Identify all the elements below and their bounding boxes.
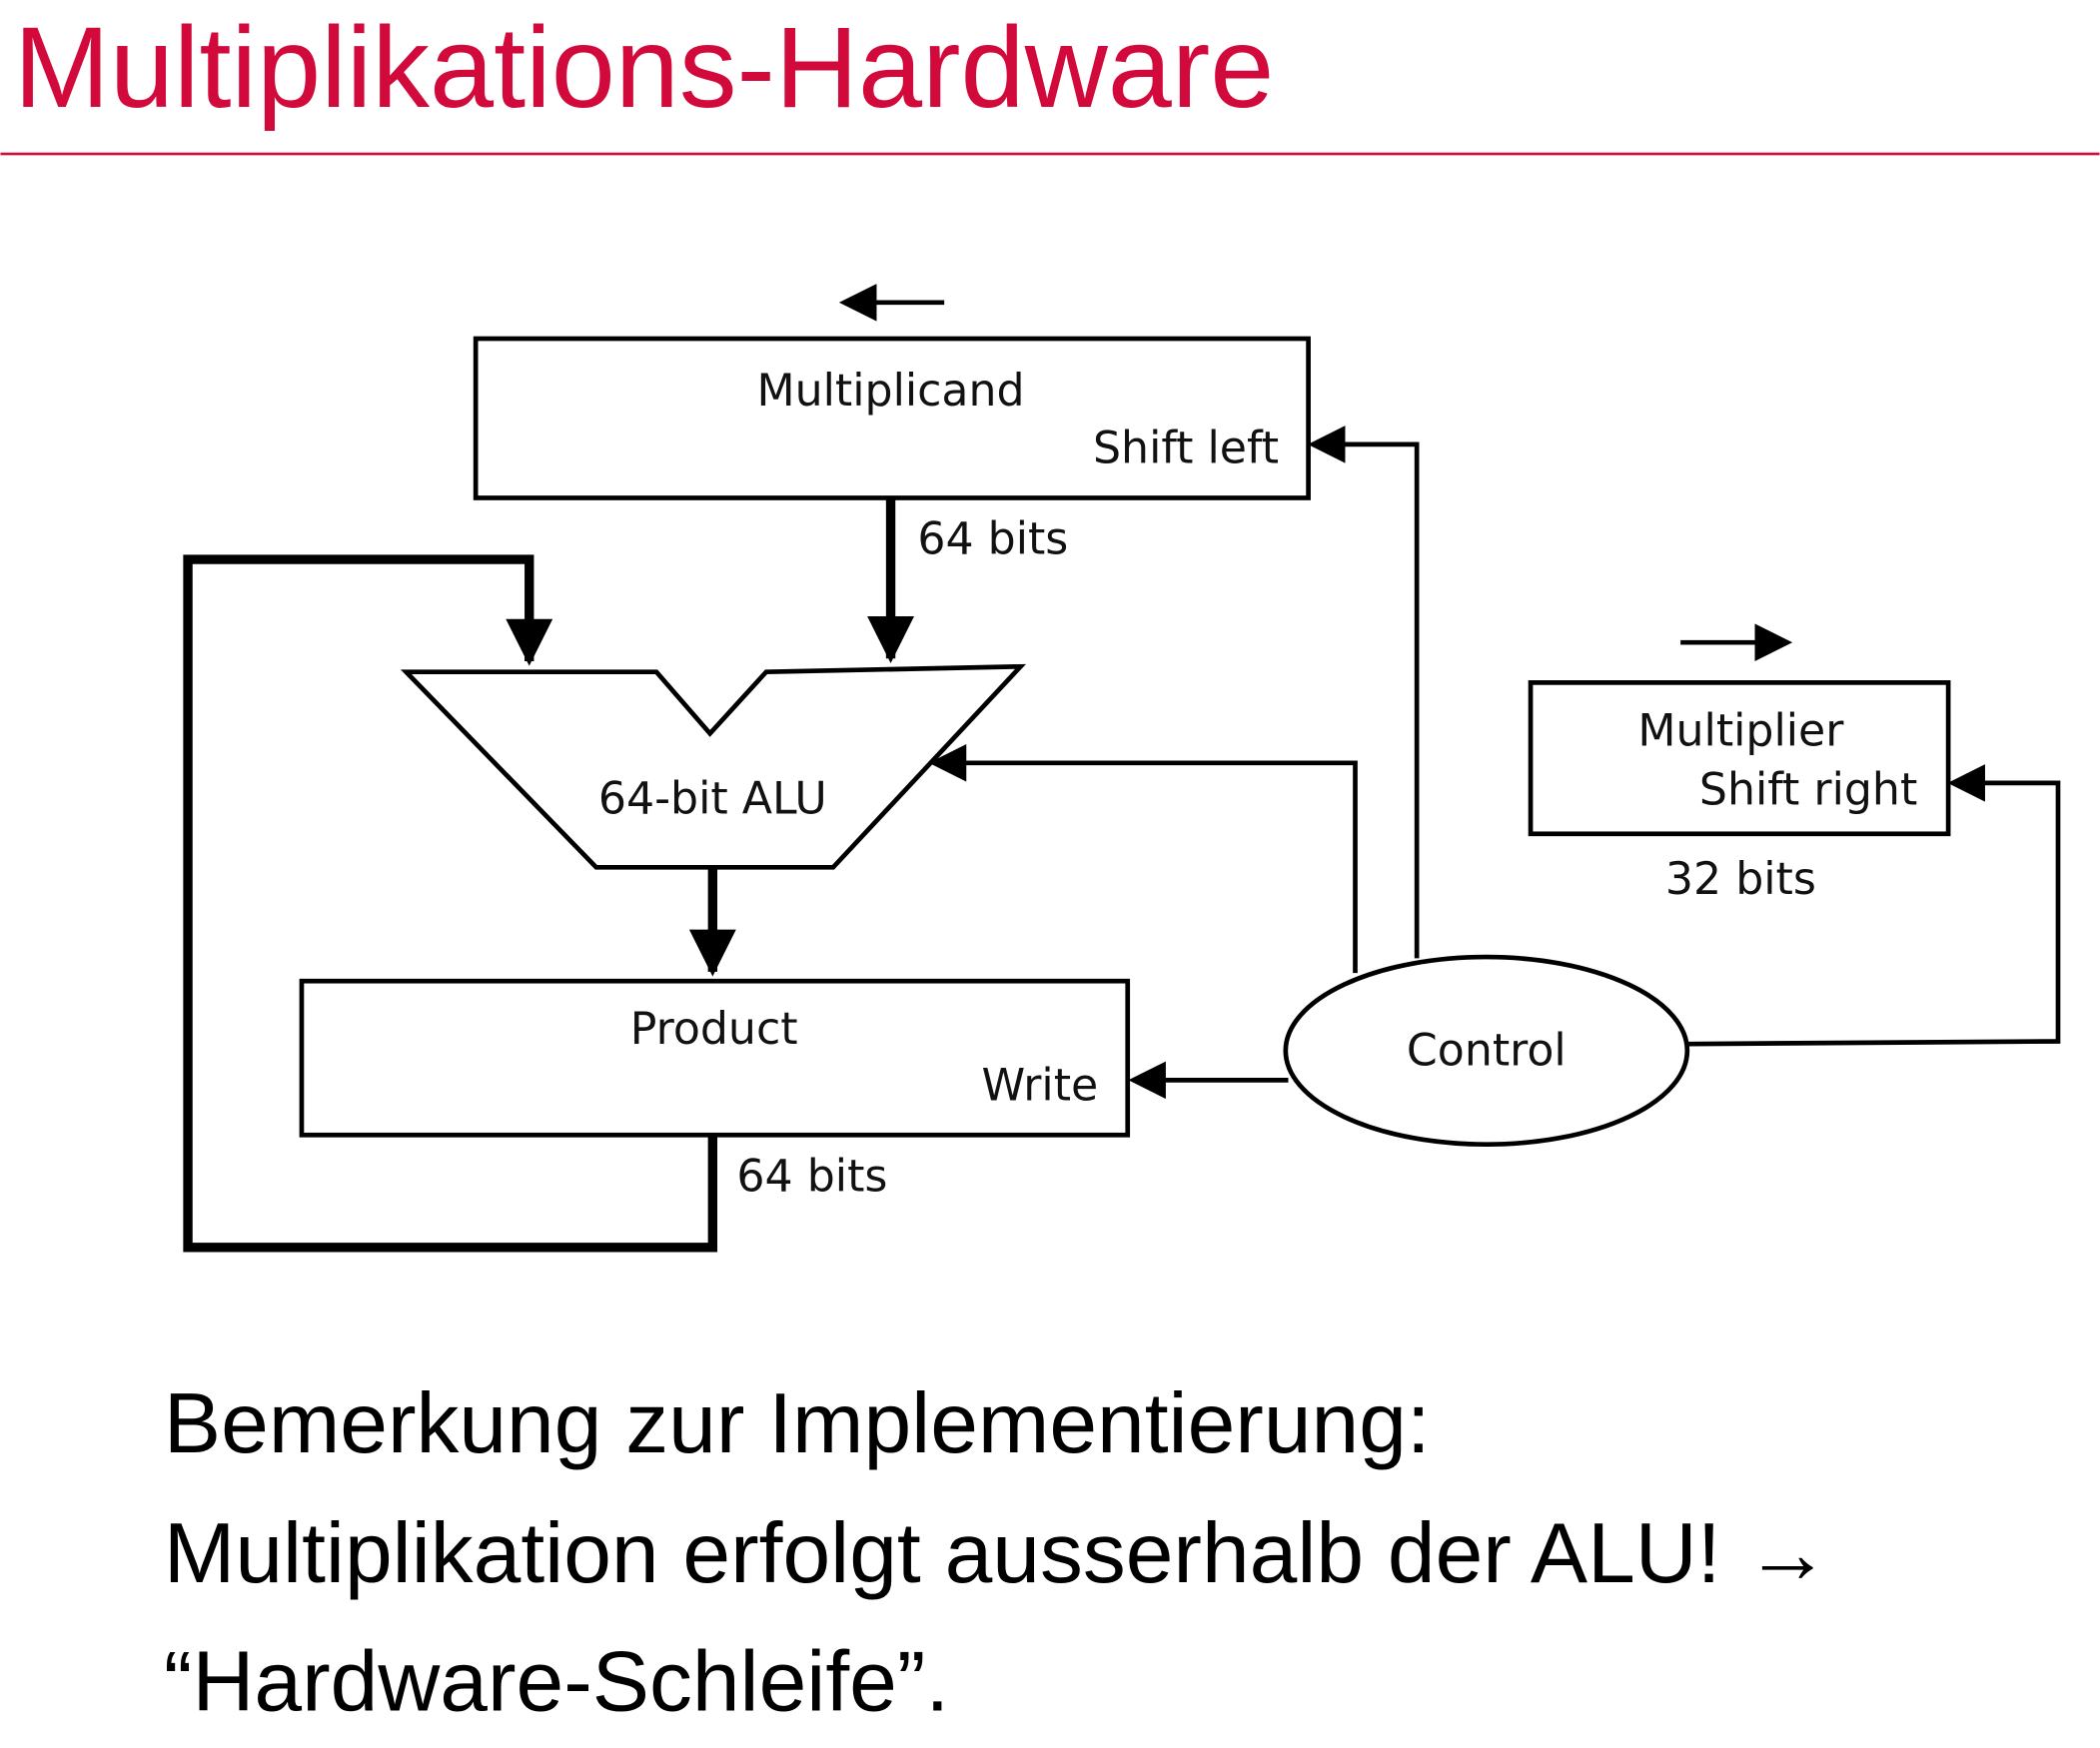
write-label: Write — [982, 1060, 1099, 1111]
control-alu-signal — [928, 744, 1358, 974]
remark-line-3: “Hardware-Schleife”. — [164, 1633, 949, 1729]
slide-title: Multiplikations-Hardware — [14, 4, 1274, 132]
control-shift-right-signal — [1686, 764, 2061, 1047]
shift-left-label: Shift left — [1093, 424, 1279, 474]
alu-label: 64-bit ALU — [598, 774, 827, 825]
control-unit: Control — [1283, 954, 1690, 1148]
multiplier-width-label: 32 bits — [1665, 854, 1816, 905]
product-width-label: 64 bits — [736, 1152, 887, 1203]
control-label: Control — [1407, 1026, 1567, 1077]
multiplicand-label: Multiplicand — [756, 366, 1024, 417]
control-shift-left-signal — [1307, 426, 1420, 959]
multiplier-register: Multiplier Shift right — [1528, 623, 1951, 837]
product-feedback-loop — [183, 554, 718, 1253]
alu: 64-bit ALU — [400, 663, 1027, 870]
shift-right-label: Shift right — [1699, 764, 1917, 815]
remark-line-1: Bemerkung zur Implementierung: — [164, 1375, 1431, 1471]
multiplicand-register: Multiplicand Shift left — [473, 284, 1311, 500]
multiplicand-width-label: 64 bits — [917, 514, 1068, 565]
product-label: Product — [630, 1004, 798, 1055]
remark-line-2: Multiplikation erfolgt ausserhalb der AL… — [164, 1505, 1830, 1601]
multiplier-label: Multiplier — [1637, 705, 1844, 756]
product-register: Product Write — [299, 978, 1131, 1138]
